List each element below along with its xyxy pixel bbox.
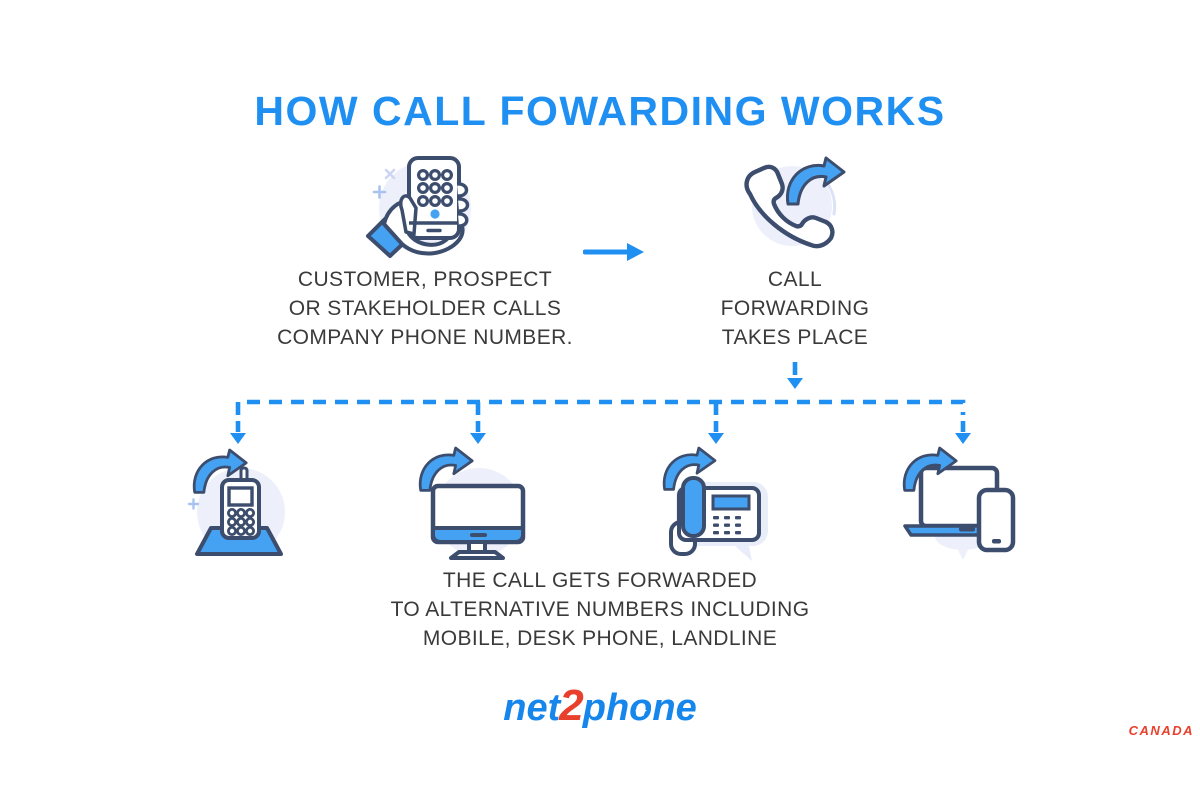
phone-call-forward-icon <box>744 156 846 249</box>
logo-ne: ne <box>652 687 697 729</box>
laptop-smartphone-forward-icon <box>902 446 1016 560</box>
logo-o: o <box>629 688 652 728</box>
logo-net: net <box>503 687 561 729</box>
logo-two: 2 <box>559 681 584 730</box>
logo-ph: ph <box>582 687 630 729</box>
text-line: TO ALTERNATIVE NUMBERS INCLUDING <box>390 598 810 621</box>
text-line: OR STAKEHOLDER CALLS <box>288 297 562 320</box>
text-line: CALL <box>767 268 823 291</box>
logo-wordmark: net2phone <box>503 681 697 730</box>
dashed-branch-arrows <box>230 362 971 444</box>
forwarded-devices-caption: THE CALL GETS FORWARDED TO ALTERNATIVE N… <box>300 566 900 653</box>
maple-leaf-icon <box>634 704 647 717</box>
page-title: HOW CALL FOWARDING WORKS <box>254 88 946 134</box>
logo-country-label: CANADA <box>1128 723 1194 738</box>
text-line: CUSTOMER, PROSPECT <box>297 268 553 291</box>
net2phone-canada-logo: net2phone CANADA <box>0 681 1200 739</box>
mobile-phone-forward-icon <box>187 448 285 556</box>
text-line: TAKES PLACE <box>721 326 869 349</box>
caller-step-text: CUSTOMER, PROSPECT OR STAKEHOLDER CALLS … <box>255 265 595 352</box>
text-line: MOBILE, DESK PHONE, LANDLINE <box>422 627 778 650</box>
text-line: FORWARDING <box>720 297 870 320</box>
right-arrow-icon <box>583 243 644 261</box>
forwarding-step-text: CALL FORWARDING TAKES PLACE <box>685 265 905 352</box>
hand-holding-phone-icon <box>366 156 471 258</box>
desk-phone-forward-icon <box>662 446 768 561</box>
text-line: COMPANY PHONE NUMBER. <box>277 326 573 349</box>
text-line: THE CALL GETS FORWARDED <box>442 569 758 592</box>
desktop-computer-forward-icon <box>418 446 526 560</box>
